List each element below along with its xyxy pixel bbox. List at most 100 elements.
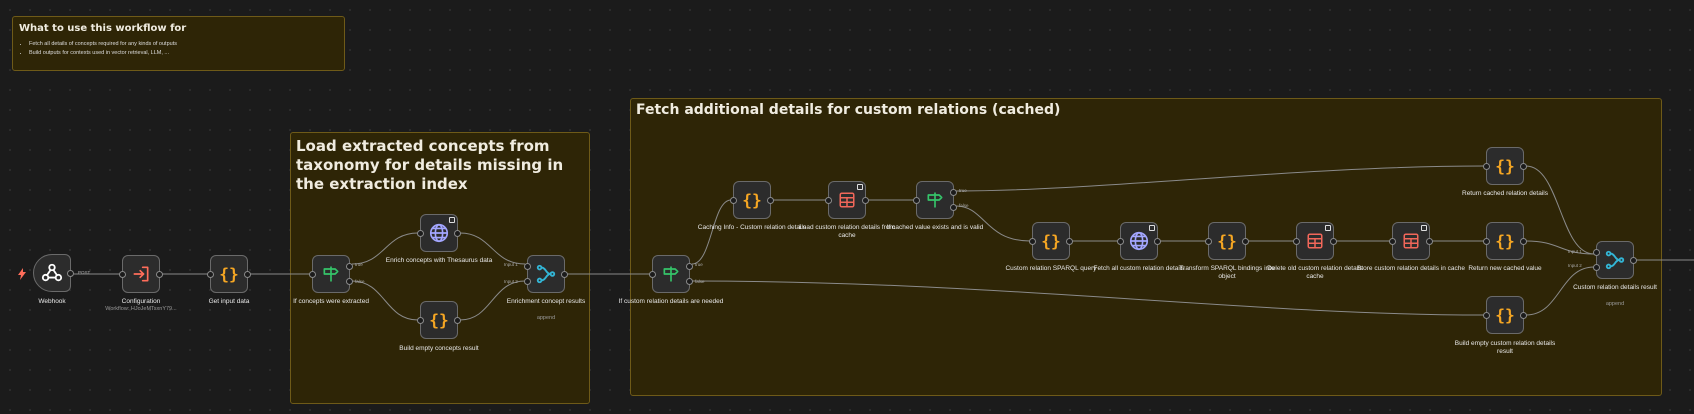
input-port[interactable] (417, 229, 424, 237)
code-braces-icon: {} (1217, 232, 1237, 250)
output-port-false[interactable] (346, 278, 353, 286)
node-label-get-input-data: Get input data (208, 298, 250, 305)
output-port-true[interactable] (346, 262, 353, 270)
node-delete-old-cache[interactable] (1293, 222, 1337, 260)
port-label-false: false (355, 279, 365, 284)
input-port[interactable] (825, 196, 832, 204)
node-get-input-data[interactable]: {} (207, 255, 251, 293)
port-label-true: true (695, 262, 703, 267)
code-braces-icon: {} (429, 311, 449, 329)
svg-text:{}: {} (1041, 232, 1061, 250)
port-label-false: false (959, 203, 969, 208)
port-label-input-2: Input 2 (504, 279, 518, 284)
output-port-false[interactable] (950, 204, 957, 212)
node-label-sparql-query: Custom relation SPARQL query (1005, 265, 1097, 272)
svg-text:{}: {} (219, 265, 239, 283)
output-port[interactable] (1242, 237, 1249, 245)
port-label-true: true (959, 188, 967, 193)
output-port[interactable] (454, 316, 461, 324)
node-fetch-all-custom[interactable] (1117, 222, 1161, 260)
output-port[interactable] (156, 270, 163, 278)
input-port[interactable] (119, 270, 126, 278)
input-port[interactable] (1389, 237, 1396, 245)
input-port-2[interactable] (1593, 264, 1600, 272)
output-port[interactable] (1330, 237, 1337, 245)
node-if-cached-valid[interactable] (913, 181, 957, 219)
if-signpost-icon (663, 266, 679, 282)
node-transform-bindings[interactable]: {} (1205, 222, 1249, 260)
node-return-cached[interactable]: {} (1483, 147, 1527, 185)
table-icon (839, 192, 855, 208)
node-if-custom-relation-needed[interactable] (649, 255, 693, 293)
output-port[interactable] (767, 196, 774, 204)
node-label-load-from-cache: Load custom relation details from cache (799, 224, 895, 240)
output-port[interactable] (561, 270, 568, 278)
output-port-false[interactable] (686, 278, 693, 286)
input-port[interactable] (309, 270, 316, 278)
output-port[interactable] (1066, 237, 1073, 245)
table-icon (1403, 233, 1419, 249)
node-configuration[interactable] (119, 255, 163, 293)
input-port[interactable] (1483, 237, 1490, 245)
output-port[interactable] (244, 270, 251, 278)
input-port-1[interactable] (524, 262, 531, 270)
node-label-delete-old-cache: Delete old custom relation details cache (1267, 265, 1363, 281)
input-port[interactable] (1117, 237, 1124, 245)
output-port[interactable] (1630, 256, 1637, 264)
output-port[interactable] (1520, 311, 1527, 319)
input-port[interactable] (1029, 237, 1036, 245)
connection (1525, 266, 1595, 316)
node-sparql-query[interactable]: {} (1029, 222, 1073, 260)
node-build-empty-custom[interactable]: {} (1483, 296, 1527, 334)
node-webhook[interactable] (33, 254, 74, 292)
input-port[interactable] (1483, 162, 1490, 170)
node-label-return-cached: Return cached relation details (1462, 190, 1548, 197)
input-port[interactable] (730, 196, 737, 204)
output-port[interactable] (454, 229, 461, 237)
code-braces-icon: {} (1495, 232, 1515, 250)
node-enrich-concepts[interactable] (417, 214, 461, 252)
output-port[interactable] (862, 196, 869, 204)
connection (351, 280, 419, 321)
globe-icon (1129, 231, 1149, 251)
node-caching-info[interactable]: {} (730, 181, 774, 219)
output-port[interactable] (1520, 162, 1527, 170)
port-label-false: false (695, 279, 705, 284)
input-port[interactable] (207, 270, 214, 278)
svg-text:{}: {} (1495, 157, 1515, 175)
output-port[interactable] (67, 269, 74, 277)
connection (1525, 240, 1595, 255)
table-icon (1307, 233, 1323, 249)
node-label-configuration: Configuration (121, 298, 161, 305)
input-port[interactable] (913, 196, 920, 204)
input-port[interactable] (1293, 237, 1300, 245)
input-port[interactable] (1205, 237, 1212, 245)
sticky-note-usage-list: Fetch all details of concepts required f… (13, 41, 344, 56)
node-enrichment-concept-results[interactable] (524, 255, 568, 293)
code-braces-icon: {} (1495, 306, 1515, 324)
merge-icon (1605, 250, 1625, 270)
node-store-in-cache[interactable] (1389, 222, 1433, 260)
output-port[interactable] (1520, 237, 1527, 245)
output-port-true[interactable] (686, 262, 693, 270)
input-port[interactable] (417, 316, 424, 324)
sticky-note-usage[interactable]: What to use this workflow for Fetch all … (12, 16, 345, 71)
sticky-note-usage-item: Build outputs for contexts used in vecto… (29, 50, 344, 56)
input-port-1[interactable] (1593, 248, 1600, 256)
output-port[interactable] (1154, 237, 1161, 245)
input-port[interactable] (649, 270, 656, 278)
node-build-empty-concepts[interactable]: {} (417, 301, 461, 339)
sticky-note-usage-title: What to use this workflow for (19, 23, 187, 34)
input-port[interactable] (1483, 311, 1490, 319)
node-return-new-cached[interactable]: {} (1483, 222, 1527, 260)
output-port-true[interactable] (950, 188, 957, 196)
node-label-build-empty-concepts: Build empty concepts result (399, 345, 479, 352)
output-port[interactable] (1426, 237, 1433, 245)
node-if-concepts-extracted[interactable] (309, 255, 353, 293)
node-load-from-cache[interactable] (825, 181, 869, 219)
input-port-2[interactable] (524, 278, 531, 286)
execute-workflow-icon (133, 266, 149, 282)
node-custom-relation-result[interactable] (1593, 241, 1637, 279)
node-label-transform-bindings: Transform SPARQL bindings into object (1179, 265, 1275, 281)
port-label-post: POST (78, 270, 91, 275)
